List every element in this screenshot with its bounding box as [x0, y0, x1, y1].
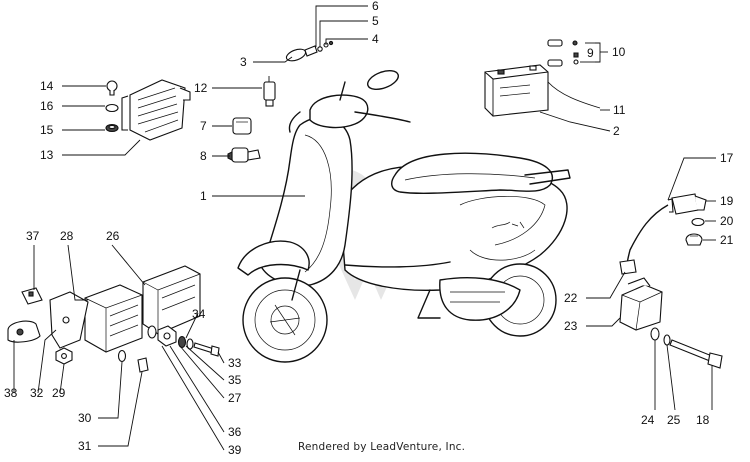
callout-9: 9	[587, 46, 594, 60]
callout-11: 11	[613, 103, 626, 117]
callout-16: 16	[40, 99, 54, 113]
callout-18: 18	[696, 413, 710, 427]
part-12-connector	[263, 76, 276, 107]
callout-4: 4	[372, 32, 379, 46]
callout-1: 1	[200, 189, 207, 203]
callout-2: 2	[613, 124, 620, 138]
part-30-31-screw-washer	[117, 349, 149, 373]
part-3-lamp-holder	[285, 40, 334, 62]
callout-13: 13	[40, 148, 54, 162]
part-22-boot	[619, 259, 637, 275]
callout-7: 7	[200, 119, 207, 133]
callout-15: 15	[40, 123, 54, 137]
callout-32: 32	[30, 386, 44, 400]
callout-8: 8	[200, 149, 207, 163]
part-26-cdi-unit	[142, 265, 201, 335]
part-28-control-unit	[84, 284, 143, 353]
footer-credit: Rendered by LeadVenture, Inc.	[298, 441, 465, 453]
callout-24: 24	[641, 413, 655, 427]
part-27-39-fasteners	[147, 325, 220, 357]
callout-25: 25	[667, 413, 681, 427]
callout-12: 12	[194, 81, 208, 95]
part-2-battery	[484, 64, 549, 117]
callout-6: 6	[372, 0, 379, 13]
callout-31: 31	[78, 439, 92, 453]
scooter-illustration	[237, 70, 571, 363]
part-37-clip	[21, 287, 43, 305]
callout-22: 22	[564, 291, 578, 305]
leader-lines	[13, 5, 716, 451]
callout-38: 38	[4, 386, 18, 400]
part-14-16-bolt-washers	[105, 80, 119, 133]
callout-10: 10	[612, 45, 626, 59]
callout-29: 29	[52, 386, 66, 400]
part-32-bracket	[49, 291, 89, 349]
callout-39: 39	[228, 443, 242, 457]
part-13-regulator	[121, 79, 191, 141]
callout-26: 26	[106, 229, 120, 243]
callout-19: 19	[720, 194, 734, 208]
callout-3: 3	[240, 55, 247, 69]
part-29-nut	[55, 347, 73, 365]
callout-17: 17	[720, 151, 734, 165]
callout-28: 28	[60, 229, 74, 243]
part-17-ht-lead	[626, 204, 669, 269]
part-19-21-plug-cap	[667, 193, 707, 246]
callout-20: 20	[720, 214, 734, 228]
callout-labels: 1 2 3 4 5 6 7 8 9 10 11 12 13 14 15 16 1…	[4, 0, 734, 457]
callout-23: 23	[564, 319, 578, 333]
callout-34: 34	[192, 307, 206, 321]
callout-37: 37	[26, 229, 40, 243]
part-7-relay	[232, 117, 252, 135]
callout-14: 14	[40, 79, 54, 93]
callout-21: 21	[720, 233, 734, 247]
part-9-10-terminals	[547, 39, 579, 67]
part-23-ignition-coil	[619, 277, 663, 331]
part-18-24-25-bolt	[650, 327, 723, 369]
callout-35: 35	[228, 373, 242, 387]
callout-36: 36	[228, 425, 242, 439]
part-11-wire	[547, 81, 601, 109]
part-38-holder	[7, 320, 41, 343]
callout-5: 5	[372, 14, 379, 28]
callout-27: 27	[228, 391, 242, 405]
callout-33: 33	[228, 356, 242, 370]
part-8-switch	[227, 147, 261, 163]
callout-30: 30	[78, 411, 92, 425]
